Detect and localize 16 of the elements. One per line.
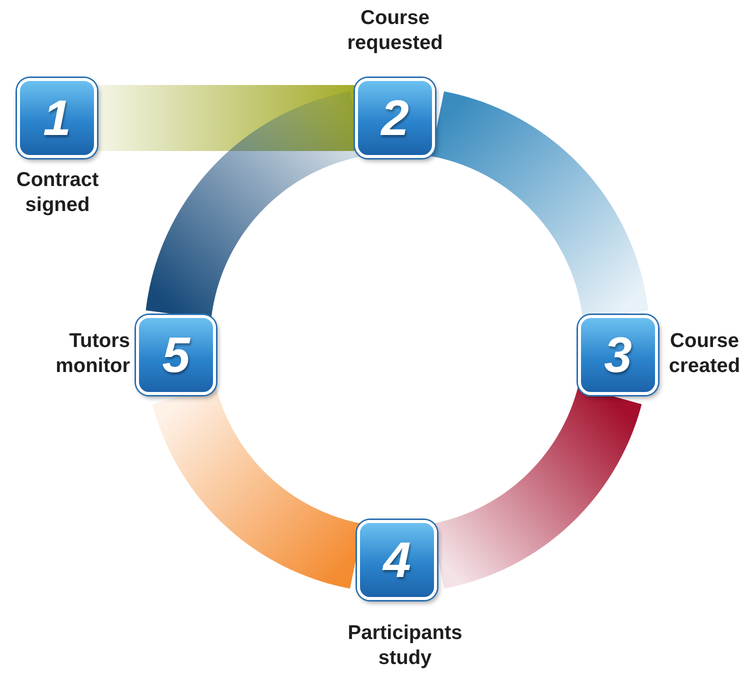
step-number: 5 xyxy=(162,330,190,380)
step-badge xyxy=(355,78,435,158)
step-number: 1 xyxy=(43,93,71,143)
step-number: 4 xyxy=(383,535,411,585)
connector-band xyxy=(97,85,355,151)
step-label: Tutors monitor xyxy=(54,329,130,379)
step-badge xyxy=(17,78,97,158)
step-label: Course requested xyxy=(346,6,444,56)
step-badge xyxy=(578,315,658,395)
step-label: Contract signed xyxy=(15,168,100,218)
step-number: 2 xyxy=(381,93,409,143)
step-badge xyxy=(357,520,437,600)
step-label: Course created xyxy=(668,329,742,379)
step-badge xyxy=(136,315,216,395)
step-label: Participants study xyxy=(346,621,464,671)
step-number: 3 xyxy=(604,330,632,380)
